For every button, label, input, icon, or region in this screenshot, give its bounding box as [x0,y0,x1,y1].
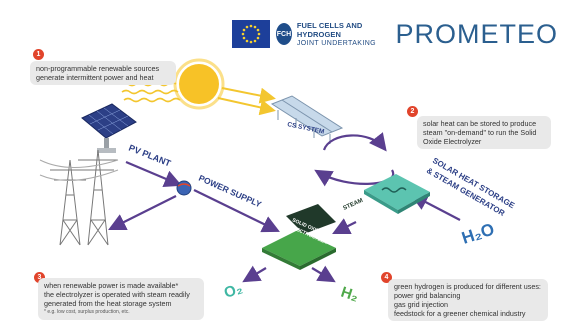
step-1-line: non-programmable renewable sources [36,64,160,73]
step-4-line: power grid balancing [394,291,461,300]
step-1-note: non-programmable renewable sources gener… [30,61,176,85]
power-pylon-icon [39,149,119,246]
fch-title: FUEL CELLS AND HYDROGEN JOINT UNDERTAKIN… [297,21,378,48]
steam-arrow [332,218,357,234]
step-2-line: Oxide Electrolyzer [423,137,482,146]
header: FCH FUEL CELLS AND HYDROGEN JOINT UNDERT… [232,16,558,52]
step-3-badge: 3 [34,272,45,283]
step-3-note: when renewable power is made available* … [38,278,204,320]
step-2-note: solar heat can be stored to produce stea… [417,116,551,149]
hydrogen-label: H₂ [339,284,361,306]
water-label: H₂O [459,220,496,248]
fch-title-line2: JOINT UNDERTAKING [296,39,377,47]
storage-loop-arrow [314,169,395,187]
power-supply-label: POWER SUPPLY [197,173,263,210]
heat-storage-tile [364,174,430,214]
hydrogen-out-arrow [311,265,336,283]
step-1-badge: 1 [33,49,44,60]
grid-node-icon [176,180,192,196]
cs-system-icon [270,95,344,144]
pv-panel-icon [81,103,137,153]
pv-to-node-arrow [125,160,183,187]
step-4-note: green hydrogen is produced for different… [388,279,548,321]
step-3-line: the electrolyzer is operated with steam … [44,290,190,299]
brand-title: PROMETEO [395,18,558,49]
sun-to-cs-arrow-2 [217,97,276,116]
eu-flag-icon [232,20,270,48]
oxygen-out-arrow [242,265,267,283]
oxygen-label: O₂ [222,280,245,302]
step-4-line: feedstock for a greener chemical industr… [394,309,526,318]
heat-waves-icon [121,81,181,103]
step-3-line: generated from the heat storage system [44,299,172,308]
power-supply-arrow [193,189,280,233]
step-4-badge: 4 [381,272,392,283]
steam-label: STEAM [342,198,364,212]
step-4-line: green hydrogen is produced for different… [394,282,541,291]
step-2-line: solar heat can be stored to produce [423,119,537,128]
fch-title-line1: FUEL CELLS AND HYDROGEN [296,20,363,39]
electrolyzer-tile [262,204,336,270]
node-to-grid-arrow [108,195,177,230]
step-2-badge: 2 [407,106,418,117]
step-2-line: steam "on-demand" to run the Solid [423,128,537,137]
fch-logo-icon: FCH [276,23,292,45]
step-3-footnote: * e.g. low cost, surplus production, etc… [44,309,130,315]
sun-to-cs-arrow [221,87,276,104]
step-4-line: gas grid injection [394,300,448,309]
cs-to-storage-arrow [322,132,387,152]
step-1-line: generate intermittent power and heat [36,73,154,82]
sun-icon [173,58,225,110]
step-3-line: when renewable power is made available* [44,281,179,290]
